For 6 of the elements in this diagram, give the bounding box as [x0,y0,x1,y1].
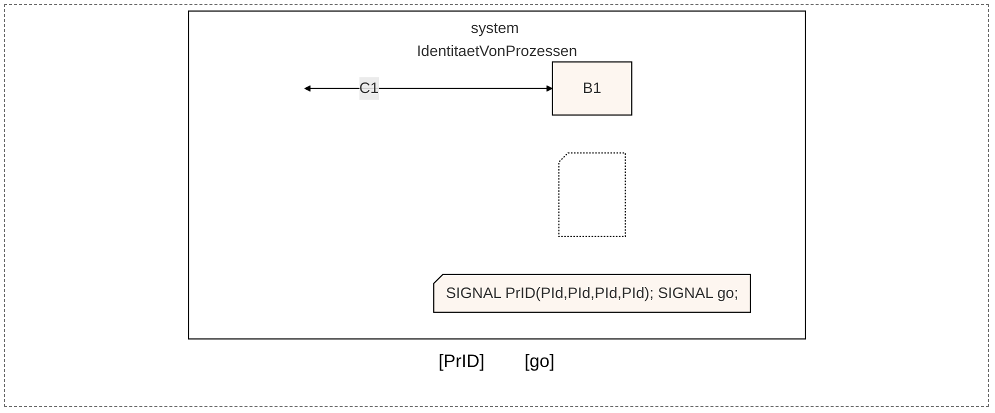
node-note [558,152,626,238]
signal-list: [PrID] [438,351,484,372]
arrow [304,85,552,92]
node-box [551,61,632,116]
signal-list: [go] [524,351,555,372]
cluster [187,10,806,340]
